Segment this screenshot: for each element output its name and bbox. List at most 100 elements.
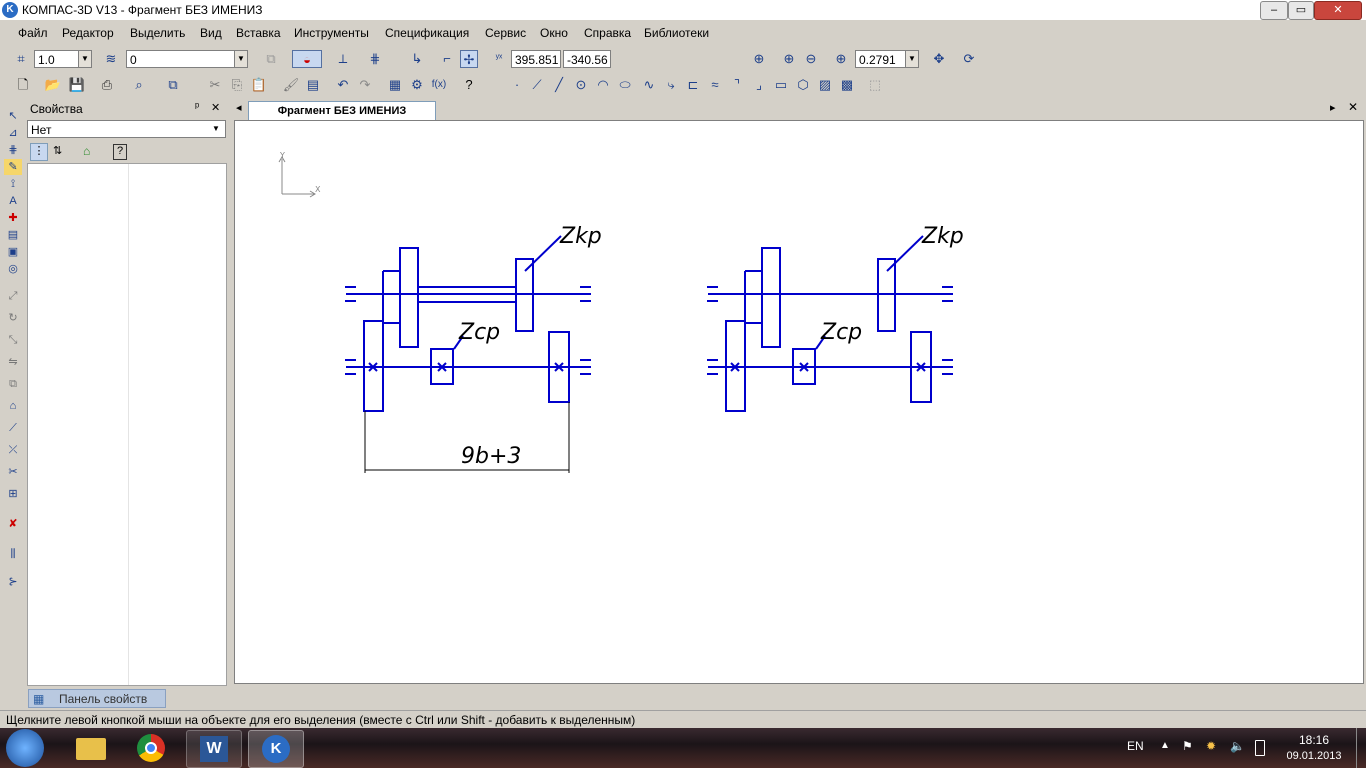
redo-icon[interactable]: ↷: [359, 77, 371, 92]
tool-trim-icon[interactable]: ⟋: [9, 422, 17, 434]
layer-dropdown[interactable]: ▼: [234, 50, 248, 68]
tool-measure-icon[interactable]: ◎: [8, 263, 18, 275]
variables-icon[interactable]: f(x): [431, 79, 447, 90]
hatch-icon[interactable]: ▨: [818, 77, 832, 92]
tool-constraints-icon[interactable]: ⊱: [8, 576, 18, 588]
drawing-svg[interactable]: Y X Z: [235, 121, 1363, 683]
tool-edit-icon[interactable]: ✚: [8, 212, 18, 224]
menu-service[interactable]: Сервис: [485, 26, 527, 40]
tray-expand-icon[interactable]: ▲: [1160, 740, 1170, 751]
wave-icon[interactable]: ≈: [711, 77, 719, 92]
menu-editor[interactable]: Редактор: [62, 26, 114, 40]
contour-icon[interactable]: ⊏: [687, 77, 699, 92]
sort-icon[interactable]: ⇅: [53, 145, 63, 157]
tool-move-icon[interactable]: ⤢: [8, 290, 18, 302]
menu-window[interactable]: Окно: [540, 26, 568, 40]
tool-view-icon[interactable]: ▣: [7, 246, 19, 258]
grid-icon[interactable]: ⋕: [369, 51, 381, 66]
zoom-scale-icon[interactable]: ⊕: [835, 51, 847, 66]
arc-icon[interactable]: ◠: [597, 77, 609, 92]
tool-symmetry-icon[interactable]: ⇋: [8, 356, 18, 368]
fillet-icon[interactable]: ⌟: [755, 77, 763, 92]
polyline-icon[interactable]: ⤷: [667, 77, 675, 92]
start-button[interactable]: [6, 729, 44, 767]
circle-icon[interactable]: ⊙: [575, 77, 587, 92]
tool-delete-icon[interactable]: ✘: [8, 518, 18, 530]
kompas-taskbar-icon[interactable]: K: [248, 730, 304, 768]
clock-date[interactable]: 09.01.2013: [1286, 750, 1342, 762]
object-selector[interactable]: Нет: [27, 120, 226, 138]
tool-copy-icon[interactable]: ⧉: [9, 378, 17, 390]
document-close-icon[interactable]: ✕: [1348, 100, 1359, 114]
tool-break-icon[interactable]: ✂: [8, 466, 18, 478]
menu-libraries[interactable]: Библиотеки: [644, 26, 710, 40]
categorized-icon[interactable]: ⋮: [30, 143, 48, 161]
round-icon[interactable]: ⌐: [443, 51, 451, 66]
network-icon[interactable]: ✹: [1206, 739, 1217, 753]
properties-list-icon[interactable]: ▤: [306, 77, 320, 92]
copy-icon[interactable]: ⎘: [231, 77, 243, 92]
fill-icon[interactable]: ▩: [840, 77, 854, 92]
properties-icon[interactable]: ⧉: [266, 51, 276, 66]
tool-grid-icon[interactable]: ⋕: [8, 144, 18, 156]
layer-icon[interactable]: ≋: [105, 51, 117, 66]
tab-scroll-right-icon[interactable]: ▸: [1330, 102, 1336, 114]
volume-icon[interactable]: 🔈: [1230, 739, 1245, 753]
coord-x-field[interactable]: 395.851: [511, 50, 561, 68]
segment-icon[interactable]: ╱: [555, 77, 563, 92]
zoom-dropdown[interactable]: ▼: [905, 50, 919, 68]
properties-panel-tab[interactable]: ▦ Панель свойств: [28, 689, 166, 708]
auxline-icon[interactable]: ⟋: [532, 77, 542, 92]
grid-step-icon[interactable]: ⌗: [17, 51, 25, 66]
tree-icon[interactable]: ⌂: [83, 144, 91, 158]
flag-icon[interactable]: ⚑: [1182, 739, 1193, 753]
selector-arrow-icon[interactable]: ▼: [212, 124, 220, 133]
new-icon[interactable]: 🗋: [17, 77, 29, 92]
ellipse-icon[interactable]: ⬭: [619, 77, 631, 92]
tool-geometry-icon[interactable]: ⊿: [8, 127, 18, 139]
drawing-canvas[interactable]: Y X Z: [234, 120, 1364, 684]
chamfer-icon[interactable]: ⌝: [733, 77, 741, 92]
undo-icon[interactable]: ↶: [337, 77, 349, 92]
rectangle-icon[interactable]: ▭: [774, 77, 788, 92]
menu-tools[interactable]: Инструменты: [294, 26, 369, 40]
preview-icon[interactable]: ⌕: [135, 77, 143, 92]
ortho-icon[interactable]: ⟂: [338, 51, 348, 66]
snap-magnet-icon[interactable]: ◒: [292, 50, 322, 68]
tool-parametric-icon[interactable]: ⫼: [10, 548, 16, 560]
minimize-button[interactable]: –: [1260, 1, 1288, 20]
clock-time[interactable]: 18:16: [1298, 733, 1330, 747]
zoom-out-icon[interactable]: ⊖: [805, 51, 817, 66]
tool-text-icon[interactable]: A: [9, 195, 17, 207]
refresh-icon[interactable]: ⟳: [963, 51, 975, 66]
macro-icon[interactable]: ⬚: [868, 77, 882, 92]
explorer-taskbar-icon[interactable]: [64, 730, 118, 766]
cut-icon[interactable]: ✂: [209, 77, 221, 92]
language-indicator[interactable]: EN: [1127, 739, 1144, 753]
open-icon[interactable]: 📂: [44, 77, 62, 92]
menu-help[interactable]: Справка: [584, 26, 632, 40]
tool-select-icon[interactable]: ↖: [8, 110, 18, 122]
cursor-coords-icon[interactable]: ✢: [460, 50, 478, 68]
step-dropdown[interactable]: ▼: [78, 50, 92, 68]
point-icon[interactable]: ·: [514, 77, 520, 92]
zoom-in-icon[interactable]: ⊕: [783, 51, 795, 66]
zoom-field[interactable]: 0.2791: [855, 50, 919, 68]
zoom-window-icon[interactable]: ⊕: [753, 51, 765, 66]
tool-spec-icon[interactable]: ▤: [7, 229, 19, 241]
help-icon[interactable]: ?: [113, 144, 127, 160]
tool-rotate-icon[interactable]: ↻: [8, 312, 18, 324]
menu-select[interactable]: Выделить: [130, 26, 186, 40]
chrome-taskbar-icon[interactable]: [124, 730, 178, 766]
pin-icon[interactable]: ᵖ: [195, 101, 200, 113]
help-pointer-icon[interactable]: ?: [465, 77, 473, 92]
restore-button[interactable]: ▭: [1288, 1, 1314, 20]
panel-close-icon[interactable]: ✕: [211, 102, 221, 114]
tool-deform-icon[interactable]: ⌂: [9, 400, 17, 412]
pan-icon[interactable]: ✥: [933, 51, 945, 66]
spline-icon[interactable]: ∿: [643, 77, 655, 92]
polygon-icon[interactable]: ⬡: [797, 77, 809, 92]
coord-y-field[interactable]: -340.56: [563, 50, 611, 68]
tool-pencil-icon[interactable]: ✎: [4, 159, 22, 175]
tool-dimension-icon[interactable]: ⟟: [10, 178, 16, 190]
